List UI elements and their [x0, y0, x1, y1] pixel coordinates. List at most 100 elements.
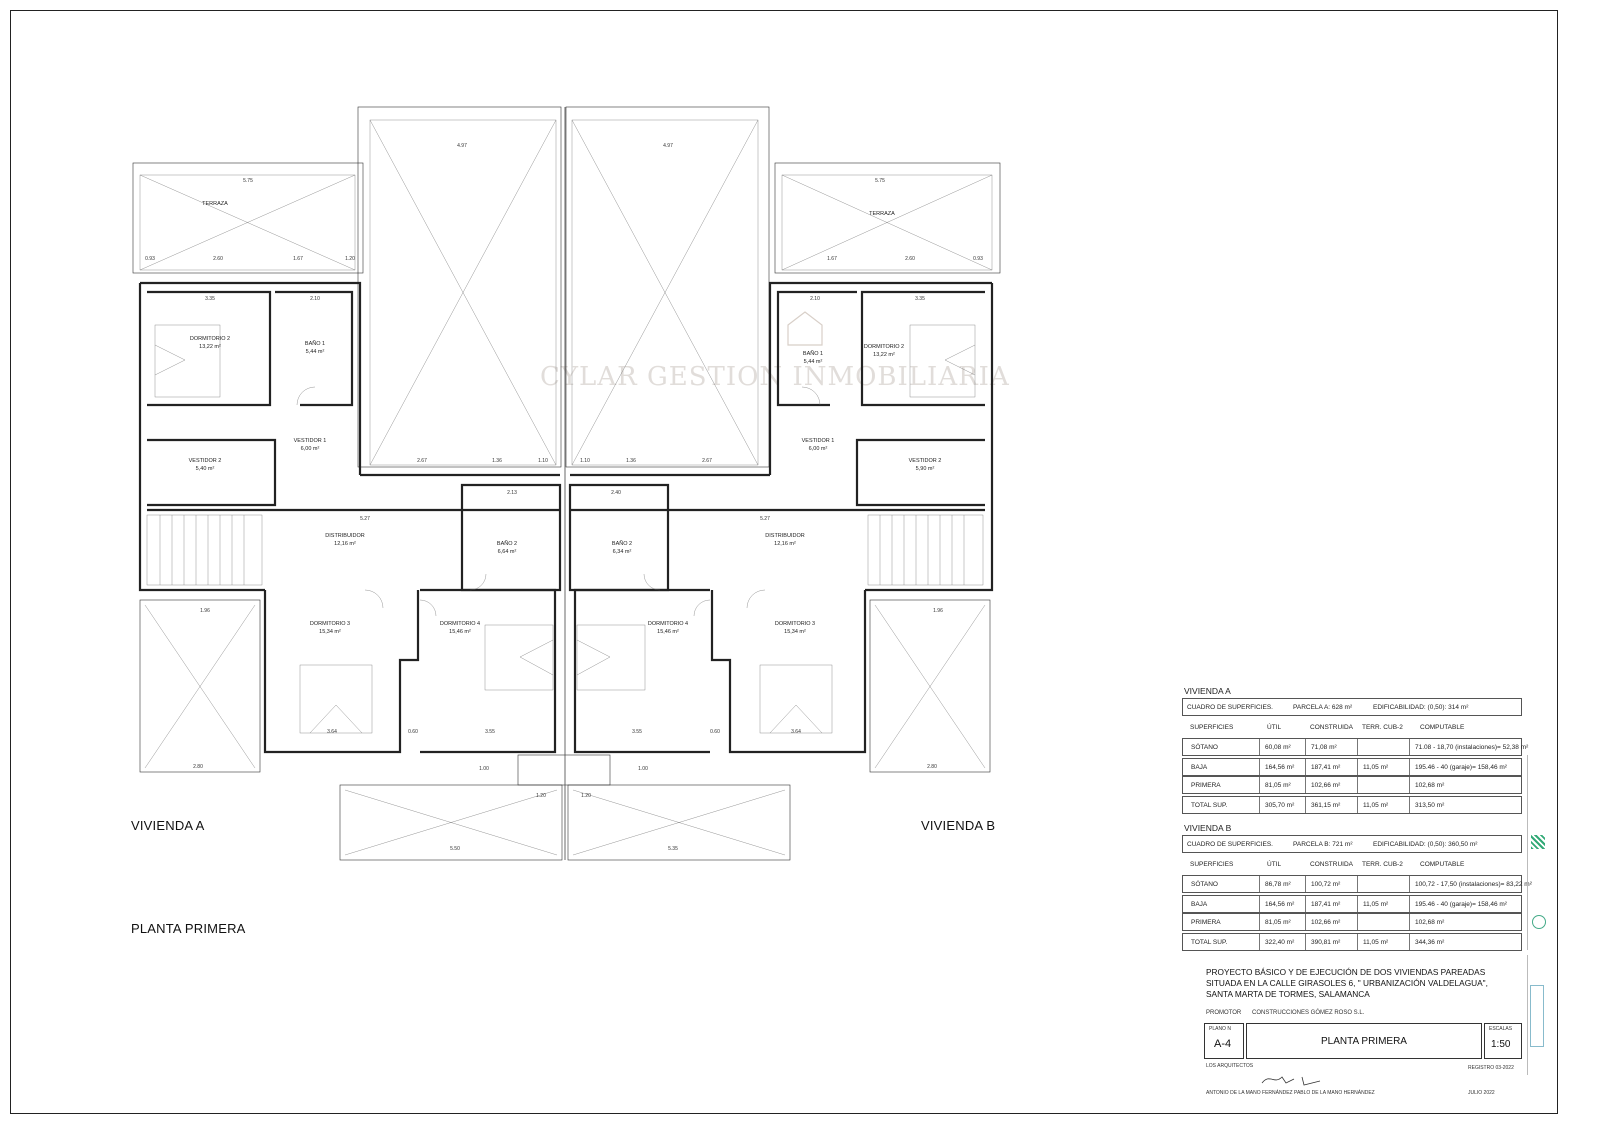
- table-a-header: SUPERFICIES ÚTIL CONSTRUIDA TERR. CUB-2 …: [1182, 718, 1522, 736]
- table-a-cell: 361,15 m²: [1305, 797, 1340, 813]
- void-a: [357, 106, 562, 468]
- room-distribuidor-b-area: 12,16 m²: [774, 541, 796, 547]
- plano-name: PLANTA PRIMERA: [1321, 1036, 1407, 1047]
- room-bano2-a: BAÑO 2: [497, 540, 517, 547]
- surface-table-b: VIVIENDA B CUADRO DE SUPERFICIES. PARCEL…: [1182, 823, 1532, 953]
- table-a-cell: 81,05 m²: [1259, 777, 1291, 793]
- dim-text: 1.36: [626, 458, 636, 464]
- room-distribuidor-b: DISTRIBUIDOR: [765, 533, 804, 539]
- table-b-h3: TERR. CUB-2: [1362, 860, 1403, 868]
- dim-text: 4.97: [457, 143, 467, 149]
- dim-text: 1.10: [580, 458, 590, 464]
- table-b-info-row: CUADRO DE SUPERFICIES. PARCELA B: 721 m²…: [1182, 835, 1522, 853]
- dim-text: 1.96: [933, 608, 943, 614]
- room-dormitorio4-a: DORMITORIO 4: [440, 621, 480, 627]
- table-a-cell: SÓTANO: [1191, 743, 1218, 751]
- fecha: JULIO 2022: [1468, 1090, 1495, 1096]
- room-vestidor2-a-area: 5,40 m²: [196, 466, 215, 472]
- dim-text: 1.67: [827, 256, 837, 262]
- room-dormitorio2-b-area: 13,22 m²: [873, 352, 895, 358]
- terrace-a-bottom: [139, 599, 261, 773]
- label-vivienda-a: VIVIENDA A: [131, 818, 205, 833]
- table-a-cell: 195.46 - 40 (garaje)= 158,46 m²: [1409, 759, 1507, 775]
- project-line-3: SANTA MARTA DE TORMES, SALAMANCA: [1206, 989, 1370, 999]
- table-b-cell: PRIMERA: [1191, 918, 1221, 926]
- terrace-b-outline: [774, 162, 1001, 274]
- room-dormitorio2-a-area: 13,22 m²: [199, 344, 221, 350]
- dim-text: 2.10: [810, 296, 820, 302]
- title-block: PROYECTO BÁSICO Y DE EJECUCIÓN DE DOS VI…: [1200, 963, 1530, 1103]
- dim-text: 2.10: [310, 296, 320, 302]
- table-a-cell: PRIMERA: [1191, 781, 1221, 789]
- room-dormitorio4-b: DORMITORIO 4: [648, 621, 688, 627]
- table-a-cell: 60,08 m²: [1259, 739, 1291, 755]
- seal-icon: [1532, 915, 1546, 929]
- room-vestidor1-a-area: 6,00 m²: [301, 446, 320, 452]
- stairs-a: [146, 514, 263, 586]
- plano-number: A-4: [1214, 1038, 1232, 1050]
- table-b-title: VIVIENDA B: [1184, 823, 1232, 833]
- table-b-cell: 11,05 m²: [1357, 934, 1388, 950]
- table-b-cell: 81,05 m²: [1259, 914, 1291, 930]
- table-a-info-row: CUADRO DE SUPERFICIES. PARCELA A: 628 m²…: [1182, 698, 1522, 716]
- table-b-cell: 195.46 - 40 (garaje)= 158,46 m²: [1409, 896, 1507, 912]
- watermark: CYLAR GESTION INMOBILIARIA: [540, 362, 1010, 392]
- room-terraza-a: TERRAZA: [202, 201, 228, 207]
- room-bano2-a-area: 6,64 m²: [498, 549, 517, 555]
- room-bano1-b: BAÑO 1: [803, 350, 823, 357]
- room-vestidor2-b: VESTIDOR 2: [909, 458, 942, 464]
- table-a-cell: 102,66 m²: [1305, 777, 1340, 793]
- terrace-a-inner: [139, 174, 356, 271]
- table-b-cell: 102,66 m²: [1305, 914, 1340, 930]
- dim-text: 5.50: [450, 846, 460, 852]
- terrace-b-inner: [781, 174, 993, 271]
- table-b-h4: COMPUTABLE: [1420, 860, 1465, 868]
- table-b-header: SUPERFICIES ÚTIL CONSTRUIDA TERR. CUB-2 …: [1182, 855, 1522, 873]
- visado-stamp-lower: [1527, 955, 1548, 1075]
- table-a-parcela: PARCELA A: 628 m²: [1293, 703, 1353, 711]
- room-dormitorio3-b: DORMITORIO 3: [775, 621, 815, 627]
- dim-text: 3.55: [632, 729, 642, 735]
- balcony-b: [567, 784, 791, 861]
- table-a-h2: CONSTRUIDA: [1310, 723, 1353, 731]
- table-b-h0: SUPERFICIES: [1190, 860, 1234, 868]
- table-b-cell: 11,05 m²: [1357, 896, 1388, 912]
- walls-a: [138, 281, 362, 592]
- table-a-cuadro: CUADRO DE SUPERFICIES.: [1187, 703, 1273, 711]
- room-dormitorio2-a: DORMITORIO 2: [190, 336, 230, 342]
- dim-text: 3.64: [327, 729, 337, 735]
- label-planta: PLANTA PRIMERA: [131, 921, 246, 936]
- table-a-h4: COMPUTABLE: [1420, 723, 1465, 731]
- room-vestidor1-b: VESTIDOR 1: [802, 438, 835, 444]
- dim-text: 1.00: [479, 766, 489, 772]
- room-distribuidor-a-area: 12,16 m²: [334, 541, 356, 547]
- table-b-cell: 100,72 m²: [1305, 876, 1340, 892]
- table-a-cell: BAJA: [1191, 763, 1208, 771]
- architect-signature: [1261, 1076, 1321, 1086]
- label-vivienda-b: VIVIENDA B: [921, 818, 996, 833]
- sheet-border: [10, 10, 1558, 1114]
- dim-text: 3.35: [205, 296, 215, 302]
- watermark-house-icon: [787, 311, 823, 346]
- escala-value: 1:50: [1491, 1039, 1511, 1050]
- table-a-cell: 71,08 m²: [1305, 739, 1337, 755]
- dim-text: 1.96: [200, 608, 210, 614]
- table-b-h2: CONSTRUIDA: [1310, 860, 1353, 868]
- table-a-cell: [1357, 739, 1363, 755]
- project-description: PROYECTO BÁSICO Y DE EJECUCIÓN DE DOS VI…: [1206, 967, 1526, 1000]
- escalas-label: ESCALAS: [1489, 1026, 1513, 1032]
- room-bano1-b-area: 5,44 m²: [804, 359, 823, 365]
- table-b-cell: TOTAL SUP.: [1191, 938, 1228, 946]
- table-b-cell: [1357, 914, 1363, 930]
- dim-text: 2.40: [611, 490, 621, 496]
- table-a-cell: 187,41 m²: [1305, 759, 1340, 775]
- room-bano2-b-area: 6,34 m²: [613, 549, 632, 555]
- stairs-b: [867, 514, 984, 586]
- plano-box: PLANO N A-4: [1204, 1023, 1244, 1059]
- table-a-cell: 305,70 m²: [1259, 797, 1294, 813]
